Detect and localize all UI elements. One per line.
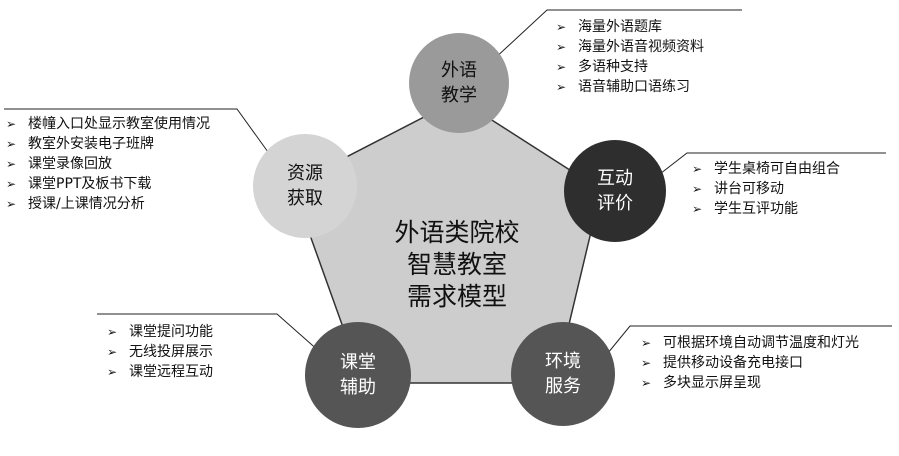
list-item: 楼幢入口处显示教室使用情况 bbox=[6, 114, 210, 134]
node-label-line-2: 辅助 bbox=[340, 377, 376, 398]
list-item: 多语种支持 bbox=[556, 57, 704, 77]
list-item: 提供移动设备充电接口 bbox=[641, 353, 859, 373]
leader-line-resources bbox=[4, 108, 269, 153]
center-title-line-1: 外语类院校 bbox=[394, 218, 520, 247]
list-item: 可根据环境自动调节温度和灯光 bbox=[641, 333, 859, 353]
node-interactive-evaluation: 互动 评价 bbox=[564, 140, 666, 242]
node-label-line-2: 服务 bbox=[545, 376, 581, 397]
node-label-line-1: 互动 bbox=[597, 168, 633, 189]
node-label-line-2: 获取 bbox=[287, 188, 323, 209]
node-resource-access: 资源 获取 bbox=[253, 134, 357, 238]
node-foreign-language-teaching: 外语 教学 bbox=[409, 33, 509, 133]
list-foreign-language-teaching: 海量外语题库 海量外语音视频资料 多语种支持 语音辅助口语练习 bbox=[556, 17, 704, 97]
list-item: 海量外语音视频资料 bbox=[556, 37, 704, 57]
center-title-line-2: 智慧教室 bbox=[406, 250, 507, 279]
node-label-line-1: 课堂 bbox=[340, 352, 376, 373]
list-resource-access: 楼幢入口处显示教室使用情况 教室外安装电子班牌 课堂录像回放 课堂PPT及板书下… bbox=[6, 114, 210, 214]
list-item: 学生桌椅可自由组合 bbox=[692, 159, 840, 179]
center-title-line-3: 需求模型 bbox=[406, 282, 507, 311]
center-title: 外语类院校 智慧教室 需求模型 bbox=[362, 217, 552, 313]
list-item: 讲台可移动 bbox=[692, 179, 840, 199]
list-environment-service: 可根据环境自动调节温度和灯光 提供移动设备充电接口 多块显示屏呈现 bbox=[641, 333, 859, 393]
node-label-line-2: 评价 bbox=[597, 193, 633, 214]
list-item: 语音辅助口语练习 bbox=[556, 77, 704, 97]
list-item: 学生互评功能 bbox=[692, 199, 840, 219]
node-environment-service: 环境 服务 bbox=[511, 322, 615, 426]
list-item: 授课/上课情况分析 bbox=[6, 194, 210, 214]
list-item: 课堂远程互动 bbox=[107, 362, 213, 382]
node-label-line-1: 环境 bbox=[545, 351, 581, 372]
leader-line-teaching bbox=[491, 9, 742, 62]
list-item: 课堂PPT及板书下载 bbox=[6, 174, 210, 194]
node-label-line-1: 资源 bbox=[287, 163, 323, 184]
list-interactive-evaluation: 学生桌椅可自由组合 讲台可移动 学生互评功能 bbox=[692, 159, 840, 219]
list-item: 无线投屏展示 bbox=[107, 342, 213, 362]
node-label-line-1: 外语 bbox=[441, 60, 477, 81]
list-item: 课堂提问功能 bbox=[107, 322, 213, 342]
leader-line-assistance bbox=[97, 313, 321, 353]
node-label-line-2: 教学 bbox=[441, 85, 477, 106]
node-classroom-assistance: 课堂 辅助 bbox=[305, 322, 411, 428]
list-item: 教室外安装电子班牌 bbox=[6, 134, 210, 154]
list-item: 多块显示屏呈现 bbox=[641, 373, 859, 393]
list-item: 课堂录像回放 bbox=[6, 154, 210, 174]
list-classroom-assistance: 课堂提问功能 无线投屏展示 课堂远程互动 bbox=[107, 322, 213, 382]
list-item: 海量外语题库 bbox=[556, 17, 704, 37]
